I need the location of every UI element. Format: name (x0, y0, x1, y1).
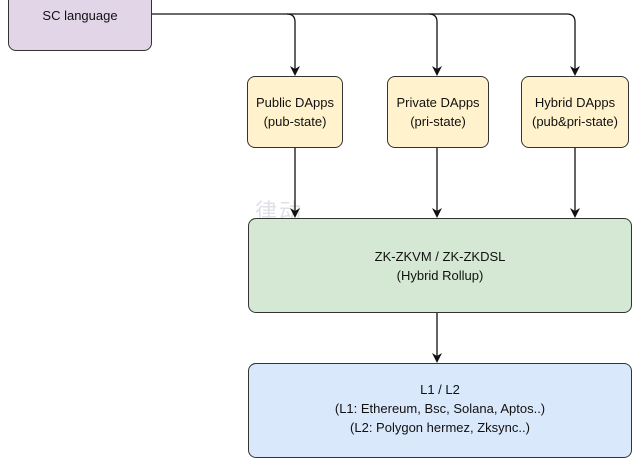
node-layers-l2-list: (L2: Polygon hermez, Zksync..) (350, 420, 530, 435)
node-sc-language-label: SC language (42, 8, 118, 23)
node-zk-rollup: ZK-ZKVM / ZK-ZKDSL (Hybrid Rollup) (248, 218, 632, 313)
node-public-dapps-subtitle: (pub-state) (263, 114, 327, 129)
node-private-dapps: Private DApps (pri-state) (387, 76, 489, 148)
node-zk-rollup-title: ZK-ZKVM / ZK-ZKDSL (374, 248, 506, 264)
node-zk-rollup-subtitle: (Hybrid Rollup) (396, 267, 484, 283)
node-private-dapps-title: Private DApps (396, 95, 480, 110)
edge-sc-to-public (152, 13, 300, 76)
edge-sc-to-private (287, 13, 442, 76)
node-layers-l1-list: (L1: Ethereum, Bsc, Solana, Aptos..) (334, 401, 546, 416)
node-hybrid-dapps-title: Hybrid DApps (534, 95, 616, 110)
connector-layer (152, 13, 580, 363)
node-hybrid-dapps: Hybrid DApps (pub&pri-state) (521, 76, 629, 148)
node-public-dapps: Public DApps (pub-state) (247, 76, 343, 148)
node-layers: L1 / L2 (L1: Ethereum, Bsc, Solana, Apto… (248, 363, 632, 458)
node-sc-language: SC language (8, 0, 152, 51)
node-public-dapps-title: Public DApps (255, 95, 335, 110)
node-hybrid-dapps-subtitle: (pub&pri-state) (532, 114, 618, 129)
edge-sc-to-hybrid (429, 13, 580, 76)
node-private-dapps-subtitle: (pri-state) (410, 114, 466, 129)
node-layers-title: L1 / L2 (420, 382, 460, 397)
